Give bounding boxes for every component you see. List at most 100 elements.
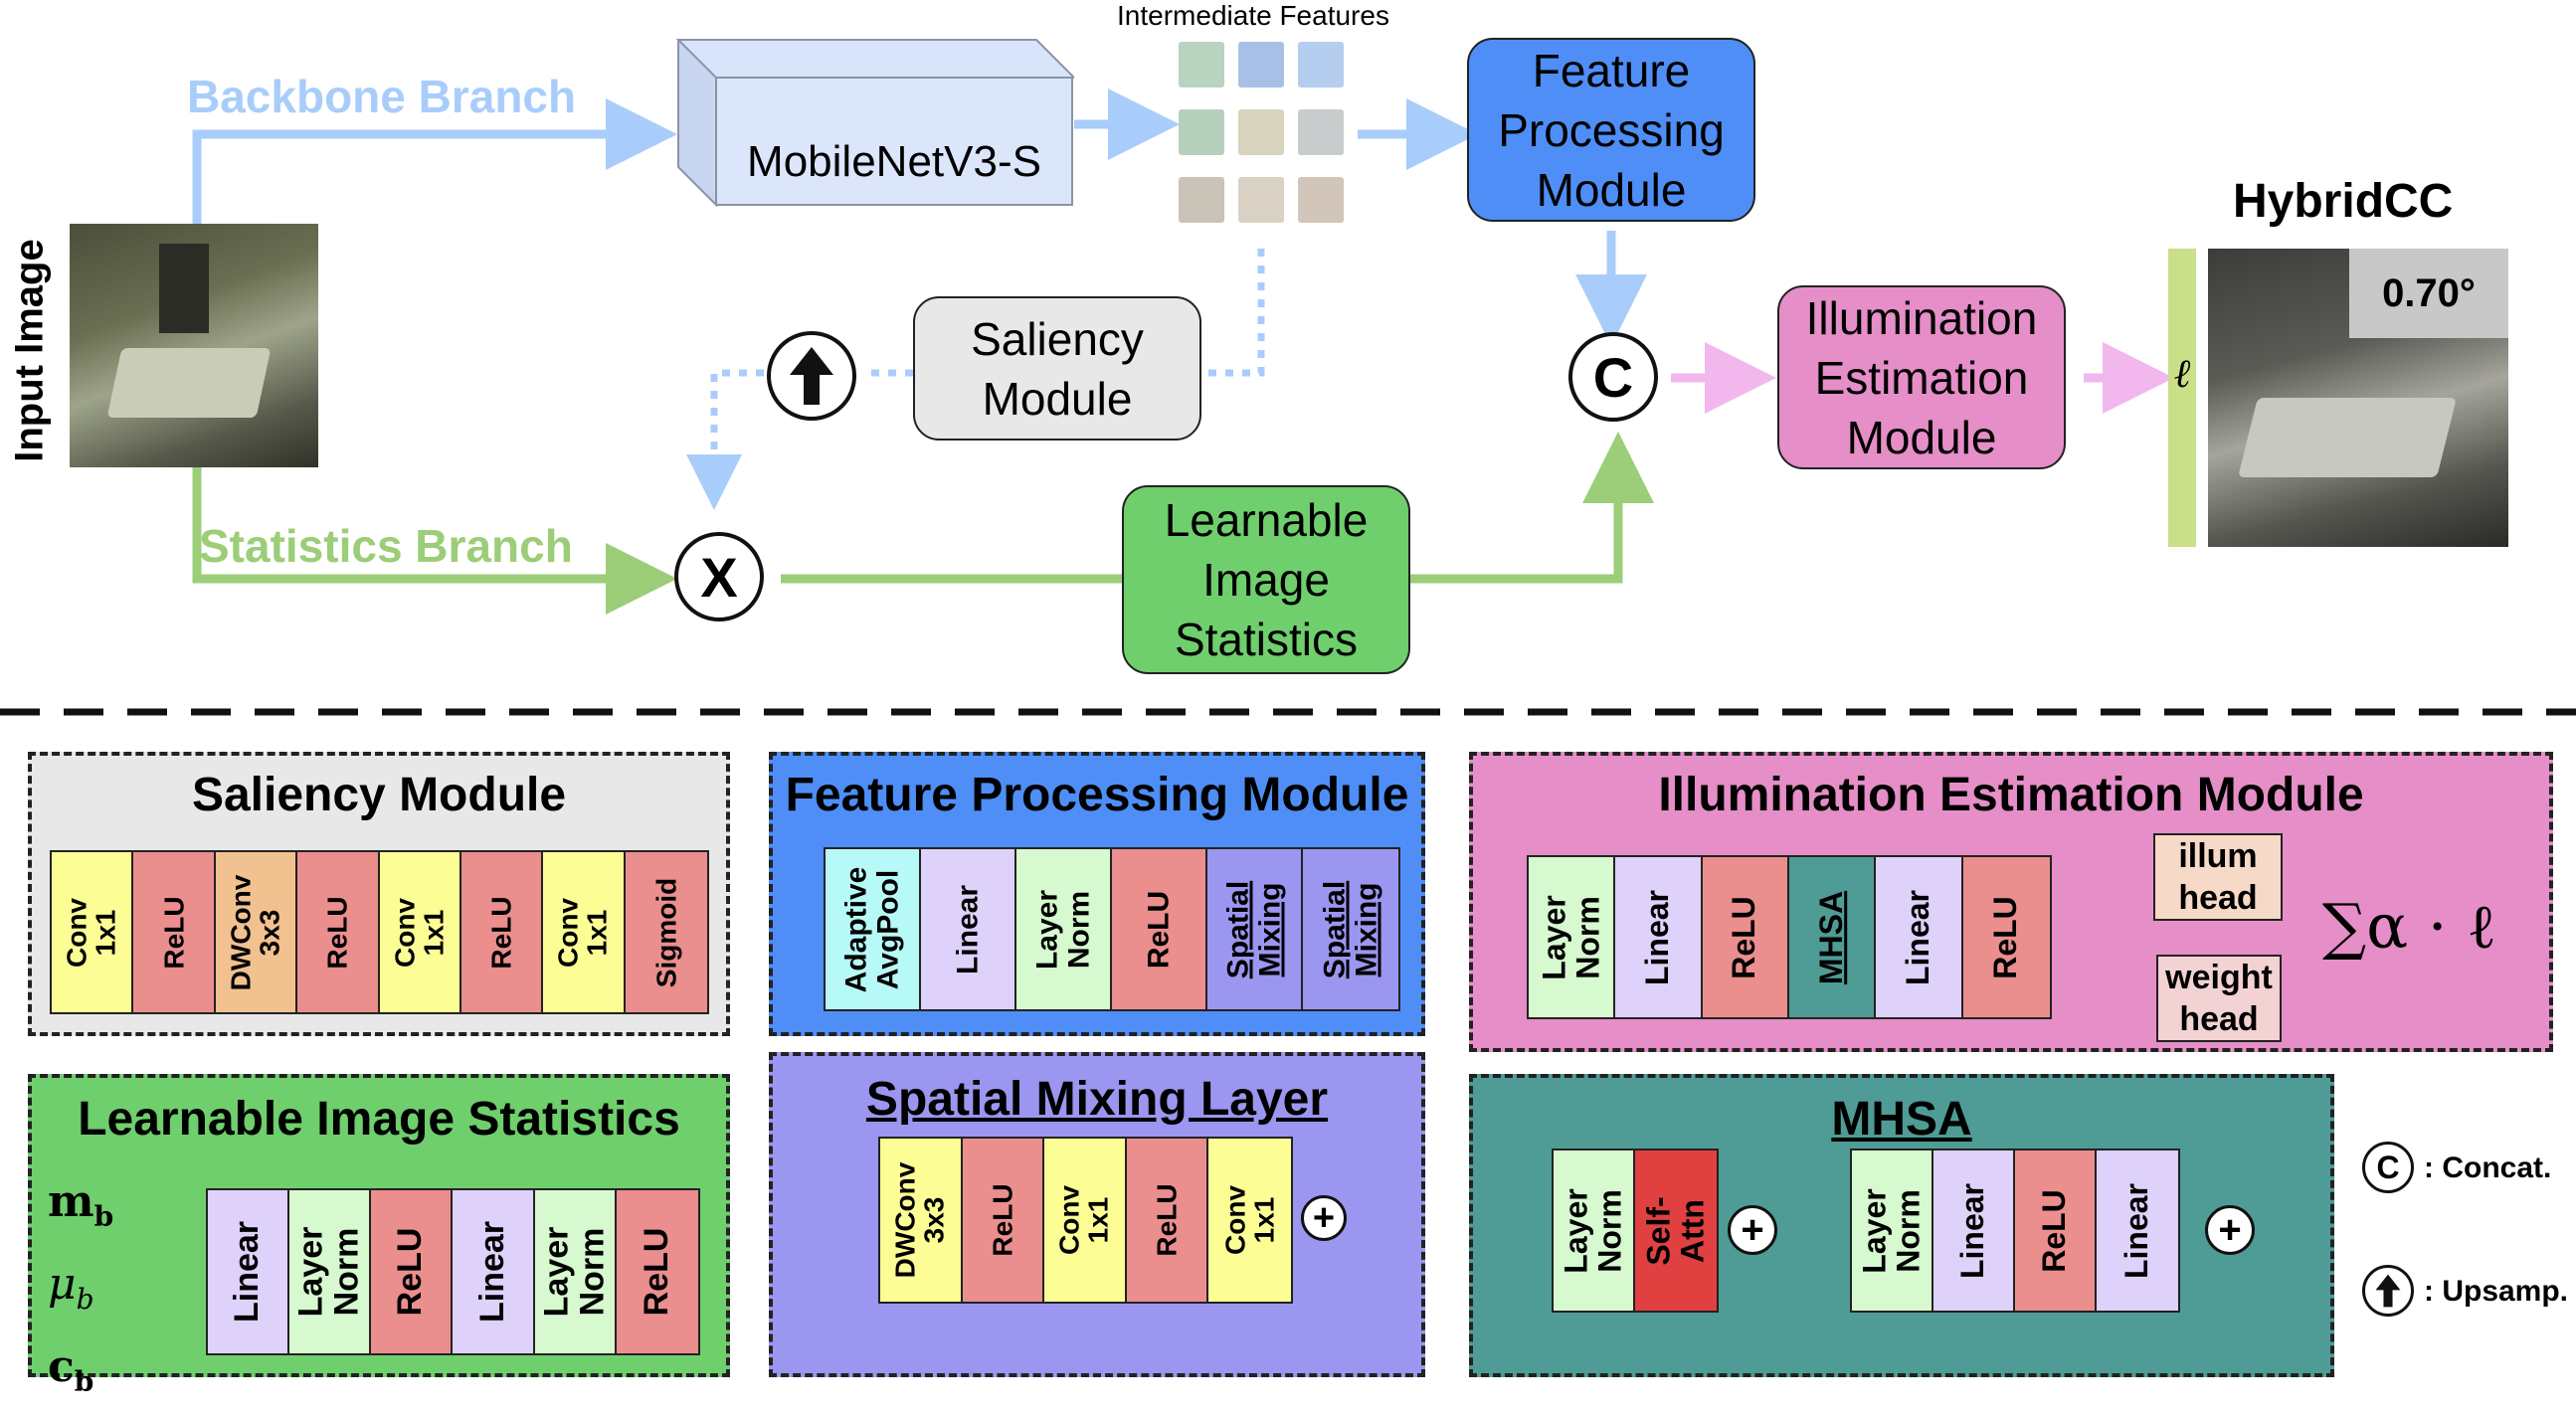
layer-label: ReLU [638, 1227, 676, 1317]
upsample-icon [767, 331, 856, 421]
illumination-layer-stack: Layer Norm Linear ReLU MHSA Linear ReLU [1527, 855, 2052, 1019]
feature-processing-box: Feature Processing Module [1467, 38, 1755, 222]
layer-adaptive-avgpool: Adaptive AvgPool [826, 849, 921, 1009]
layer-label: Linear [2118, 1182, 2155, 1279]
layer-label: Conv 1x1 [1219, 1185, 1280, 1255]
feature-panel-title: Feature Processing Module [785, 769, 1409, 821]
legend-upsample-label: : Upsamp. [2424, 1275, 2569, 1308]
layer-label: ReLU [1987, 895, 2024, 979]
layer-conv-1x1: Conv 1x1 [543, 852, 626, 1012]
layer-relu: ReLU [1962, 857, 2050, 1017]
layer-label: Self- Attn [1640, 1195, 1710, 1266]
layer-label: Linear [472, 1220, 511, 1324]
weight-head-box: weight head [2156, 955, 2282, 1042]
illumination-box: Illumination Estimation Module [1777, 285, 2066, 469]
multiply-symbol: X [674, 532, 764, 621]
layer-label: ReLU [321, 895, 353, 970]
layer-layer-norm: Layer Norm [534, 1190, 617, 1353]
layer-self-attn: Self- Attn [1635, 1150, 1717, 1311]
mhsa-add-icon-2: + [2205, 1205, 2255, 1255]
layer-relu: ReLU [1702, 857, 1789, 1017]
layer-label: DWConv 3x3 [225, 874, 285, 990]
legend-upsample-icon [2362, 1265, 2414, 1317]
legend-concat-icon: C [2362, 1142, 2414, 1193]
layer-relu: ReLU [297, 852, 380, 1012]
layer-label: ReLU [391, 1227, 430, 1317]
layer-relu: ReLU [371, 1190, 454, 1353]
legend-concat-label: : Concat. [2424, 1151, 2552, 1184]
learnable-stats-box: Learnable Image Statistics [1122, 485, 1410, 674]
layer-label: Conv 1x1 [553, 897, 614, 968]
layer-label: Spatial Mixing [1221, 880, 1287, 978]
layer-relu: ReLU [133, 852, 216, 1012]
layer-conv-1x1: Conv 1x1 [52, 852, 134, 1012]
layer-label: ReLU [157, 895, 189, 970]
layer-dwconv-3x3: DWConv 3x3 [880, 1139, 963, 1302]
statistics-branch-label: Statistics Branch [199, 520, 573, 572]
layer-linear: Linear [921, 849, 1016, 1009]
layer-label: DWConv 3x3 [889, 1161, 951, 1279]
weighted-sum-formula: ∑α · ℓ [2322, 890, 2496, 963]
layer-layer-norm: Layer Norm [289, 1190, 372, 1353]
layer-linear: Linear [2097, 1150, 2178, 1311]
layer-label: Conv 1x1 [1054, 1185, 1115, 1255]
layer-label: Layer Norm [1558, 1187, 1627, 1274]
saliency-panel-title: Saliency Module [191, 769, 567, 821]
layer-layer-norm: Layer Norm [1554, 1150, 1635, 1311]
layer-linear: Linear [1876, 857, 1963, 1017]
layer-linear: Linear [453, 1190, 535, 1353]
saliency-box: Saliency Module [913, 296, 1201, 441]
layer-linear: Linear [208, 1190, 290, 1353]
layer-label: Linear [1900, 889, 1936, 985]
ell-bar [2168, 249, 2196, 547]
layer-layer-norm: Layer Norm [1852, 1150, 1933, 1311]
input-c: c [48, 1340, 75, 1392]
layer-conv-1x1: Conv 1x1 [379, 852, 461, 1012]
layer-label: Linear [951, 884, 985, 974]
output-image: 0.70° [2208, 249, 2508, 547]
layer-relu: ReLU [616, 1190, 698, 1353]
mobilenet-box: MobileNetV3-S [676, 38, 1074, 207]
layer-layer-norm: Layer Norm [1529, 857, 1616, 1017]
layer-label: Adaptive AvgPool [839, 866, 905, 992]
ell-symbol: ℓ [2173, 351, 2191, 397]
layer-label: Layer Norm [1536, 894, 1605, 980]
layer-label: ReLU [1151, 1183, 1183, 1257]
output-error-badge: 0.70° [2349, 249, 2508, 338]
mhsa-panel-title: MHSA [1831, 1093, 1972, 1146]
layer-conv-1x1: Conv 1x1 [1044, 1139, 1127, 1302]
input-image-label: Input Image [7, 239, 52, 462]
spatial-add-icon: + [1301, 1195, 1347, 1241]
layer-conv-1x1: Conv 1x1 [1208, 1139, 1291, 1302]
mhsa-add-icon-1: + [1728, 1205, 1777, 1255]
layer-linear: Linear [1615, 857, 1703, 1017]
layer-label: Layer Norm [291, 1226, 366, 1318]
layer-spatial-mixing: Spatial Mixing [1207, 849, 1303, 1009]
layer-label: Linear [228, 1220, 267, 1324]
layer-label: Linear [1639, 889, 1676, 985]
stats-inputs: mb μb cb [48, 1176, 114, 1398]
layer-relu: ReLU [1112, 849, 1207, 1009]
backbone-branch-label: Backbone Branch [187, 71, 577, 122]
layer-label: ReLU [1726, 895, 1762, 979]
layer-relu: ReLU [460, 852, 544, 1012]
layer-label: MHSA [1812, 890, 1849, 984]
illumination-panel-title: Illumination Estimation Module [1658, 769, 2364, 821]
input-image [70, 224, 318, 467]
layer-layer-norm: Layer Norm [1016, 849, 1112, 1009]
layer-relu: ReLU [1126, 1139, 1209, 1302]
layer-label: Linear [1954, 1182, 1991, 1279]
layer-label: Layer Norm [537, 1226, 611, 1318]
layer-label: Conv 1x1 [389, 897, 450, 968]
layer-relu: ReLU [962, 1139, 1045, 1302]
learnable-stats-panel-title: Learnable Image Statistics [78, 1093, 680, 1146]
layer-label: Layer Norm [1030, 889, 1096, 970]
spatial-mixing-panel-title: Spatial Mixing Layer [865, 1073, 1329, 1126]
input-m: m [48, 1176, 94, 1227]
layer-label: Spatial Mixing [1318, 880, 1383, 978]
layer-label: ReLU [2036, 1188, 2073, 1273]
